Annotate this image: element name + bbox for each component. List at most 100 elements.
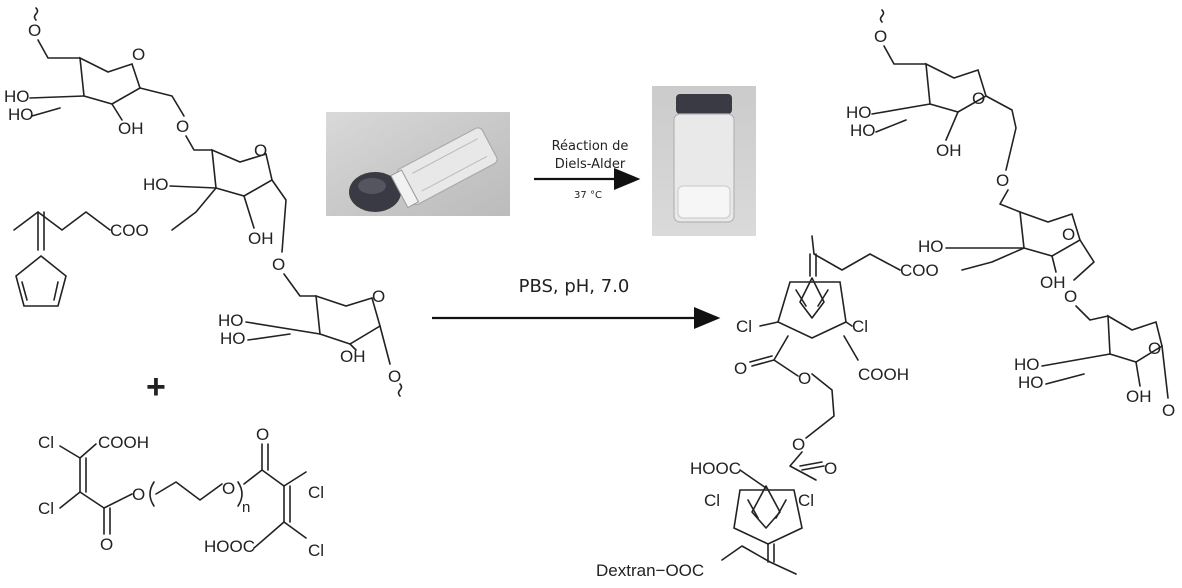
p-link2-bond xyxy=(1075,305,1109,321)
o-right-carbonyl: O xyxy=(256,425,269,444)
ring1-link xyxy=(139,87,185,117)
p-o-carb2: O xyxy=(824,459,837,478)
p-peg-chain xyxy=(805,373,835,439)
link-o2: O xyxy=(272,255,285,274)
link-o1: O xyxy=(176,117,189,136)
da-label-line2: Diels-Alder xyxy=(555,157,626,172)
p-cl-bonds-1 xyxy=(759,321,853,327)
hooc-label: HOOC xyxy=(204,537,255,556)
cl-cooh-bonds xyxy=(59,443,97,459)
o-carbonyl: O xyxy=(100,535,113,554)
p-ester-bond xyxy=(961,247,1025,271)
p-o-carb: O xyxy=(734,359,747,378)
p-ring3-ho-bonds xyxy=(1041,353,1111,385)
p-ring2-ho: HO xyxy=(918,237,944,256)
alkene-2 xyxy=(283,485,291,523)
ring2-ho-bond xyxy=(169,185,217,189)
p-ring3-ho-a: HO xyxy=(1014,355,1040,374)
p-coo: COO xyxy=(900,261,939,280)
alkene-2-subs xyxy=(253,521,307,549)
p-ring3-oh-bond xyxy=(1135,361,1141,387)
n-subscript: n xyxy=(242,499,250,516)
ring3-end-bond xyxy=(379,325,391,365)
p-ring1-oh-bonds xyxy=(871,103,931,133)
ring2-oh: OH xyxy=(248,229,274,248)
ring1-oh-a: HO xyxy=(4,87,30,106)
p-link-o1: O xyxy=(996,171,1009,190)
bracket-right xyxy=(237,481,243,507)
p-ring3-o: O xyxy=(1148,339,1161,358)
p-link-o2: O xyxy=(1064,287,1077,306)
p-cl-c: Cl xyxy=(704,491,720,510)
cl3-bond xyxy=(283,471,307,487)
ester-bond-2 xyxy=(243,469,285,487)
link2-bond xyxy=(283,273,317,297)
bracket-left xyxy=(149,481,155,507)
p-norbornene-1 xyxy=(777,281,847,339)
wavy-bond-top xyxy=(33,7,39,21)
p-o-peg1: O xyxy=(798,369,811,388)
p-ester-1 xyxy=(773,359,799,377)
conditions-label: PBS, pH, 7.0 xyxy=(519,276,630,297)
p-ring1-top-o: O xyxy=(874,27,887,46)
p-hooc: HOOC xyxy=(690,459,741,478)
p-ring3-end-o: O xyxy=(1162,401,1175,420)
p-ring1-oh-c: OH xyxy=(936,141,962,160)
p-hooc-bond xyxy=(739,469,767,489)
exocyclic-double-bond xyxy=(37,211,45,251)
ch2-bond xyxy=(37,39,81,59)
ring3-end-o: O xyxy=(388,367,401,386)
closed-vial-cap xyxy=(676,94,732,114)
cyclopentadiene xyxy=(15,254,67,307)
ring3-ho-a: HO xyxy=(218,311,244,330)
cl-4: Cl xyxy=(308,541,324,560)
photo-after xyxy=(652,86,756,236)
p-cl-b: Cl xyxy=(852,317,868,336)
p-ring1-o: O xyxy=(972,89,985,108)
p-side-chain-2 xyxy=(721,545,797,575)
ring1-top-o: O xyxy=(28,21,41,40)
p-wavy-top xyxy=(879,9,885,23)
p-ester-2 xyxy=(789,451,817,481)
carbonyl-2 xyxy=(261,443,269,471)
ring2-oh-bond xyxy=(243,195,255,229)
ring3 xyxy=(315,294,381,345)
ring1-oh-c-bond xyxy=(111,103,123,121)
p-ring1-link xyxy=(985,95,1017,171)
p-cl-a: Cl xyxy=(736,317,752,336)
p-o-peg2: O xyxy=(792,435,805,454)
ring1-oh-bonds xyxy=(29,95,85,117)
da-label-line1: Réaction de xyxy=(552,139,629,154)
cl-1: Cl xyxy=(38,433,54,452)
p-ch2 xyxy=(883,45,927,65)
open-vial xyxy=(390,127,498,209)
peg-crosslinker: Cl COOH Cl O O O n O Cl HOOC Cl xyxy=(38,425,324,560)
ring3-oh-bond xyxy=(349,343,357,351)
peg-chain xyxy=(155,481,223,501)
p-ring1-oh-b: HO xyxy=(850,121,876,140)
ring1-oh-c: OH xyxy=(118,119,144,138)
product: O O HO HO OH O O HO COO OH O O HO HO OH … xyxy=(596,9,1175,580)
cp-double-bonds xyxy=(21,281,59,301)
p-bridge-1 xyxy=(799,277,825,319)
ring2-link xyxy=(271,179,287,253)
carbonyl-1 xyxy=(103,507,111,535)
p-side-chain-1 xyxy=(811,235,901,271)
p-sub-bonds-1 xyxy=(773,335,859,361)
ring3-ho-b: HO xyxy=(220,329,246,348)
p-ring3-ho-b: HO xyxy=(1018,373,1044,392)
coo-label: COO xyxy=(110,221,149,240)
conditions: Réaction de Diels-Alder 37 °C PBS, pH, 7… xyxy=(326,86,756,329)
ring1-oh-b: HO xyxy=(8,105,34,124)
p-ring2-oh: OH xyxy=(1040,273,1066,292)
p-ring1-oh-c-bond xyxy=(945,111,959,141)
p-ring1-oh-a: HO xyxy=(846,103,872,122)
p-cooh: COOH xyxy=(858,365,909,384)
p-dextran-ooc: Dextran−OOC xyxy=(596,561,704,580)
ring2-ester-bond xyxy=(171,187,217,231)
p-carbonyl-2 xyxy=(799,461,825,471)
o-peg: O xyxy=(222,479,235,498)
p-ring2-oh-bond xyxy=(1051,255,1057,273)
